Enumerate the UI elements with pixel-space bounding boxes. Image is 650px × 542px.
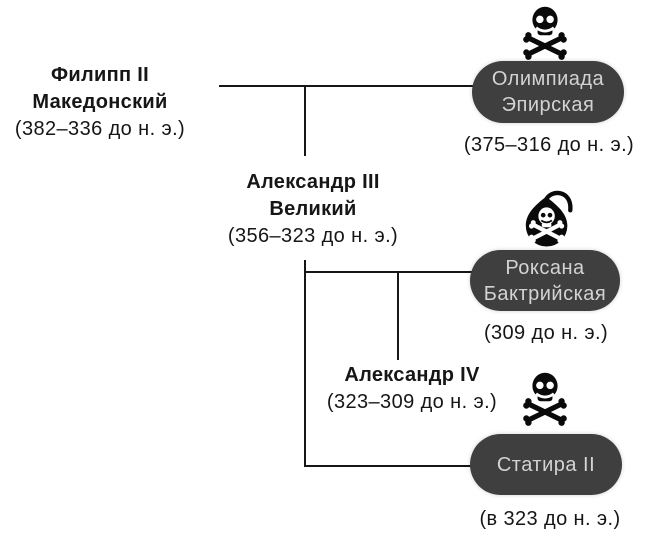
person-dates: (356–323 до н. э.) — [227, 225, 399, 247]
node-roxana: Роксана Бактрийская — [470, 250, 620, 311]
person-dates: (309 до н. э.) — [483, 322, 609, 344]
person-name: Филипп II — [51, 64, 149, 86]
person-name: Роксана — [505, 256, 585, 279]
person-name: Статира II — [496, 453, 596, 476]
connector-alexander3-descendants — [304, 260, 306, 467]
person-name: Александр III — [246, 171, 380, 193]
skull-crossbones-icon — [517, 4, 573, 65]
node-alexander-iv: Александр IV (323–309 до н. э.) — [312, 362, 512, 415]
person-dates: (в 323 до н. э.) — [479, 508, 621, 530]
connector-alexander3-stateira — [304, 465, 471, 467]
person-name: Македонский — [32, 91, 168, 113]
person-name: Олимпиада — [491, 68, 605, 90]
person-dates: (323–309 до н. э.) — [326, 391, 498, 413]
node-philip-ii: Филипп II Македонский (382–336 до н. э.) — [0, 62, 200, 142]
poison-bomb-icon — [518, 190, 580, 253]
skull-crossbones-icon — [517, 370, 573, 431]
person-name: Бактрийская — [483, 282, 607, 305]
person-name: Эпирская — [501, 94, 595, 116]
person-name: Александр IV — [344, 364, 480, 386]
connector-alexander3-roxana — [304, 271, 472, 273]
connector-down-to-alexander3 — [304, 85, 306, 156]
node-alexander-iii: Александр III Великий (356–323 до н. э.) — [213, 169, 413, 249]
node-olympias: Олимпиада Эпирская — [472, 61, 624, 123]
person-dates: (382–336 до н. э.) — [14, 118, 186, 140]
connector-philip-olympias — [219, 85, 474, 87]
node-stateira: Статира II — [470, 434, 622, 495]
person-name: Великий — [269, 198, 357, 220]
person-dates: (375–316 до н. э.) — [463, 134, 635, 156]
connector-down-to-alexander4 — [397, 271, 399, 360]
